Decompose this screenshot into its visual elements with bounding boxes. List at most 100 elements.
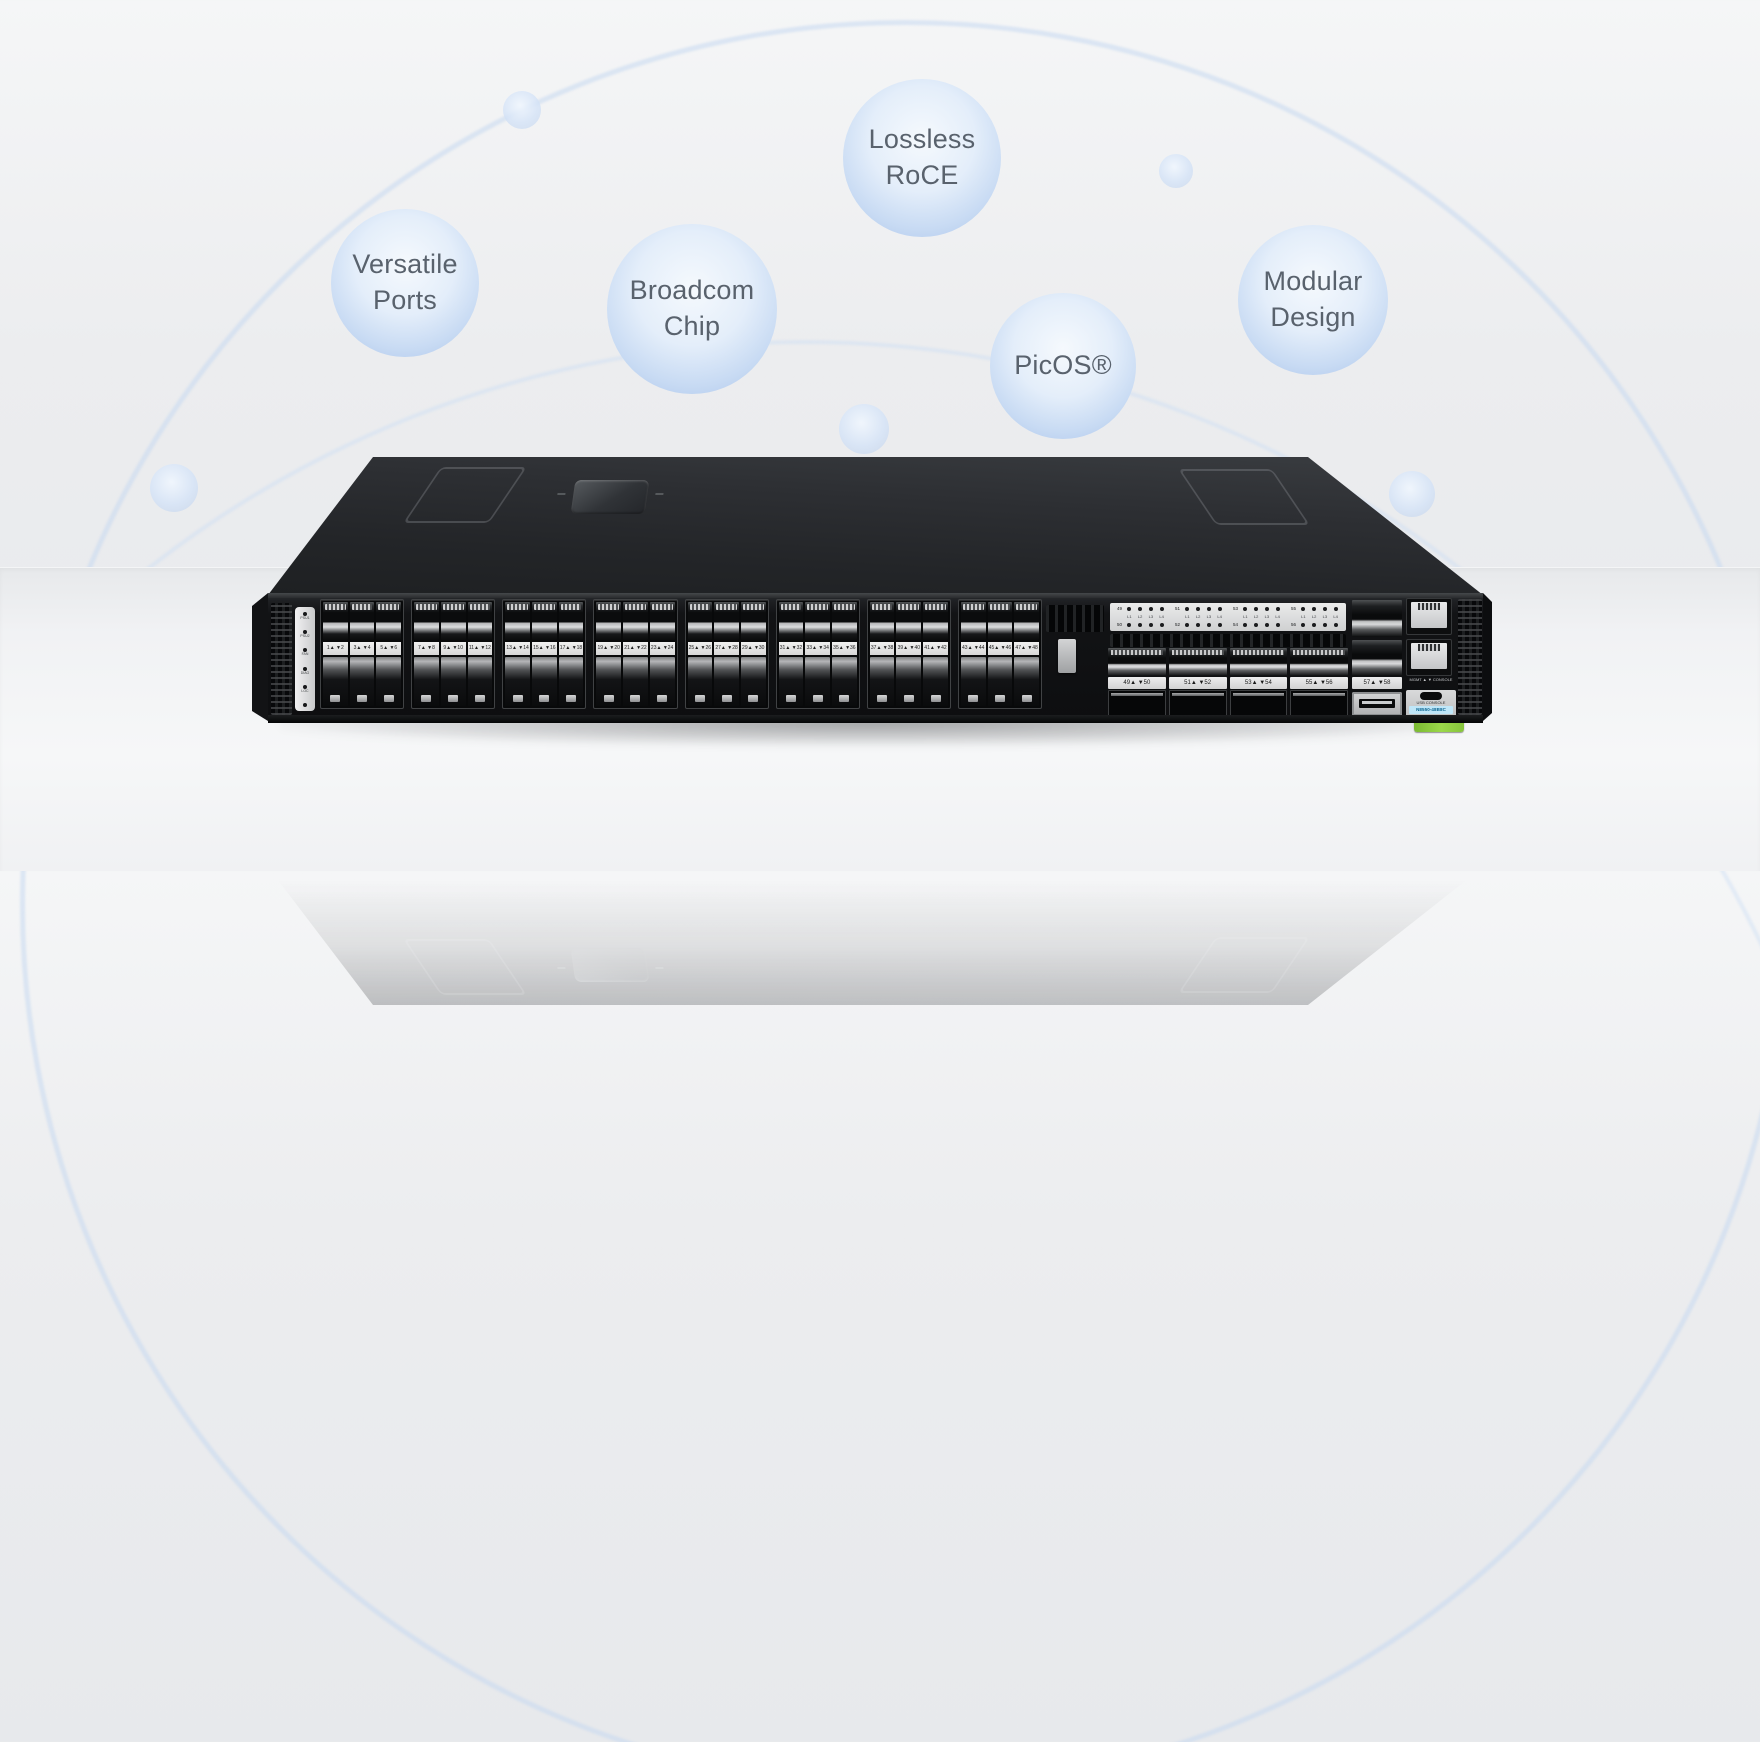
usb-console-panel: USB CONSOLE N8550-48B8C <box>1406 690 1456 718</box>
sfp-port-bottom <box>623 657 648 706</box>
sfp-port-top <box>376 602 402 640</box>
lane-label: L3 <box>1206 614 1212 619</box>
sfp-port-bottom <box>778 657 804 706</box>
feature-label: Modular <box>1263 266 1363 297</box>
qsfp-port-number: 52 <box>1174 621 1180 627</box>
rj45-port-stack <box>1406 598 1452 676</box>
feature-label: RoCE <box>885 160 959 190</box>
feature-bubble-versatile-ports: Versatile Ports <box>331 209 479 357</box>
sfp-port-top <box>869 602 895 640</box>
sfp-port-bottom <box>531 657 557 706</box>
lane-led <box>1264 607 1269 611</box>
mgmt-sfp-port <box>1352 600 1402 637</box>
sfp-pair-label: 9▲ ▼10 <box>440 642 466 655</box>
sfp-port-top <box>832 602 857 640</box>
sfp-port-top <box>805 602 831 640</box>
sfp-pair-label: 25▲ ▼26 <box>687 642 713 655</box>
lane-led <box>1312 623 1317 627</box>
sfp-pair-label: 5▲ ▼6 <box>376 642 402 655</box>
qsfp-port-number: 50 <box>1116 621 1122 627</box>
lane-label: L2 <box>1195 614 1201 619</box>
sfp-port-bottom <box>349 657 375 706</box>
led-label: DIAG <box>300 670 310 675</box>
top-access-panel-left <box>403 467 527 523</box>
feature-label: Lossless <box>868 124 976 155</box>
lane-led <box>1159 607 1164 611</box>
status-led: LOC <box>301 684 309 694</box>
sfp-pair-label: 13▲ ▼14 <box>505 642 530 655</box>
lane-led <box>1254 623 1259 627</box>
sfp-pair-label: 29▲ ▼30 <box>740 642 766 655</box>
sfp-port-top <box>596 602 622 640</box>
lane-label: L3 <box>1264 614 1270 619</box>
qsfp-pair-label: 55▲ ▼56 <box>1290 677 1348 689</box>
micro-usb-console-port <box>1420 692 1442 700</box>
sfp-pair-label: 43▲ ▼44 <box>960 642 986 655</box>
sfp-port-bottom <box>376 657 402 706</box>
sfp-port-bottom <box>414 657 439 706</box>
sfp-port-top <box>467 602 493 640</box>
pull-handle <box>1058 639 1076 673</box>
lane-led <box>1196 607 1201 611</box>
sfp-port-bottom <box>896 657 922 706</box>
mgmt-sfp-port <box>1352 639 1402 676</box>
feature-label: Design <box>1270 302 1356 332</box>
status-led: DIAG <box>300 666 310 676</box>
qsfp-pair-label: 49▲ ▼50 <box>1108 677 1166 689</box>
qsfp-port-bottom <box>1108 690 1166 717</box>
sfp-port-bottom <box>832 657 857 706</box>
lane-led <box>1217 607 1222 611</box>
sfp-pair-label: 21▲ ▼22 <box>623 642 648 655</box>
sfp-port-bottom <box>323 657 348 706</box>
lane-label: L1 <box>1243 614 1248 619</box>
led-label: PSU2 <box>300 634 310 639</box>
usb-console-label: USB CONSOLE <box>1416 700 1446 705</box>
sfp-port-bottom <box>960 657 986 706</box>
lane-led <box>1206 607 1211 611</box>
sfp-port-top <box>440 602 466 640</box>
feature-bubble-lossless-roce: Lossless RoCE <box>843 79 1001 237</box>
qsfp-port-number: 51 <box>1174 605 1180 611</box>
switch-top-surface <box>268 457 1483 595</box>
sfp-pair-label: 1▲ ▼2 <box>323 642 348 655</box>
lane-led <box>1301 607 1306 611</box>
qsfp-port-number: 55 <box>1290 605 1296 611</box>
led-label: PSU1 <box>300 616 310 620</box>
vent-grid-middle <box>1046 605 1104 632</box>
sfp-pair-label: 3▲ ▼4 <box>349 642 375 655</box>
decor-bubble <box>150 464 198 512</box>
led-dot <box>303 612 307 616</box>
lane-label: L4 <box>1275 614 1280 619</box>
sfp-port-top <box>349 602 375 640</box>
led-dot <box>303 666 307 671</box>
model-badge: N8550-48B8C <box>1409 705 1453 714</box>
sfp-pair-label: 31▲ ▼32 <box>778 642 804 655</box>
lane-label: L1 <box>1127 614 1132 619</box>
sfp-port-top <box>923 602 948 640</box>
sfp-port-bottom <box>505 657 530 706</box>
sfp-port-top <box>714 602 739 640</box>
sfp-port-bottom <box>440 657 466 706</box>
sfp-pair-label: 15▲ ▼16 <box>531 642 557 655</box>
sfp-port-top <box>778 602 804 640</box>
lane-label: L1 <box>1185 614 1190 619</box>
background-arc-outer <box>20 20 1760 1742</box>
decor-bubble <box>503 91 541 129</box>
sfp-pair-label: 35▲ ▼36 <box>832 642 857 655</box>
lane-led <box>1148 623 1153 627</box>
mgmt-pair-label: 57▲ ▼58 <box>1352 677 1402 689</box>
sfp-port-bottom <box>596 657 622 706</box>
lane-led <box>1127 607 1132 611</box>
lane-led <box>1148 607 1153 611</box>
lane-led <box>1243 607 1248 611</box>
